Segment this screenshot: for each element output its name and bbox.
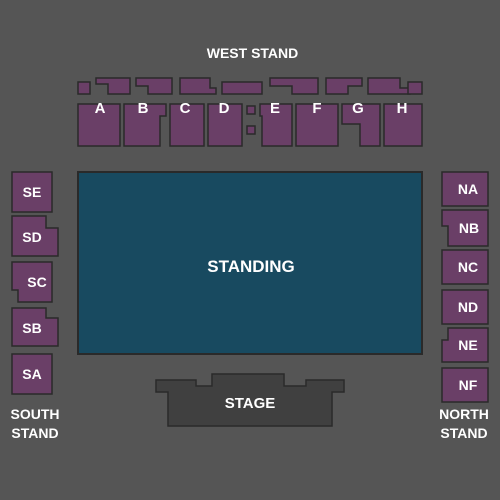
block-e-small-2[interactable] xyxy=(246,125,256,135)
west-stand-title: WEST STAND xyxy=(206,45,299,61)
stage-area xyxy=(155,373,345,427)
block-c-label: C xyxy=(180,100,191,117)
block-e-small-1[interactable] xyxy=(246,105,256,115)
block-h-label: H xyxy=(397,100,408,117)
block-b-label: B xyxy=(138,100,149,117)
block-nc[interactable] xyxy=(441,249,489,285)
block-nc-label: NC xyxy=(458,259,478,275)
block-sd[interactable] xyxy=(11,215,59,257)
block-a[interactable] xyxy=(77,103,121,147)
west-upper-block-9[interactable] xyxy=(407,81,423,95)
block-ne-label: NE xyxy=(458,337,477,353)
stage-label: STAGE xyxy=(225,395,276,412)
block-c[interactable] xyxy=(169,103,205,147)
west-upper-block-8[interactable] xyxy=(367,77,411,95)
block-na[interactable] xyxy=(441,171,489,207)
block-sa-label: SA xyxy=(22,366,41,382)
block-sc-label: SC xyxy=(27,274,46,290)
block-nd-label: ND xyxy=(458,299,478,315)
block-sb-label: SB xyxy=(22,320,41,336)
west-upper-block-7[interactable] xyxy=(325,77,363,95)
block-d-label: D xyxy=(219,100,230,117)
block-d[interactable] xyxy=(207,103,243,147)
block-nb-label: NB xyxy=(459,220,479,236)
block-h[interactable] xyxy=(383,103,423,147)
block-sd-label: SD xyxy=(22,229,41,245)
standing-area[interactable] xyxy=(77,171,423,355)
block-nf-label: NF xyxy=(459,377,478,393)
block-sb[interactable] xyxy=(11,307,59,347)
block-nd[interactable] xyxy=(441,289,489,325)
block-nf[interactable] xyxy=(441,367,489,403)
west-upper-block-5[interactable] xyxy=(221,81,263,95)
block-nb[interactable] xyxy=(441,209,489,247)
block-f[interactable] xyxy=(295,103,339,147)
block-ne[interactable] xyxy=(441,327,489,363)
block-e-label: E xyxy=(270,100,280,117)
north-stand-title-line2: STAND xyxy=(440,425,488,441)
block-sc[interactable] xyxy=(11,261,53,303)
south-stand-title-line2: STAND xyxy=(11,425,59,441)
west-upper-block-6[interactable] xyxy=(269,77,319,95)
west-upper-block-3[interactable] xyxy=(135,77,173,95)
block-f-label: F xyxy=(312,100,321,117)
west-upper-block-4[interactable] xyxy=(179,77,217,95)
west-upper-block-1[interactable] xyxy=(77,81,91,95)
block-b[interactable] xyxy=(123,103,167,147)
north-stand-title-line1: NORTH xyxy=(439,406,489,422)
block-se[interactable] xyxy=(11,171,53,213)
block-se-label: SE xyxy=(23,184,42,200)
standing-label: STANDING xyxy=(207,257,295,276)
block-a-label: A xyxy=(95,100,106,117)
west-upper-block-2[interactable] xyxy=(95,77,131,95)
block-g[interactable] xyxy=(341,103,381,147)
block-na-label: NA xyxy=(458,181,478,197)
block-e-right[interactable] xyxy=(259,103,293,147)
south-stand-title: SOUTH STAND xyxy=(0,405,70,443)
block-g-label: G xyxy=(352,100,364,117)
block-sa[interactable] xyxy=(11,353,53,395)
north-stand-title: NORTH STAND xyxy=(428,405,500,443)
south-stand-title-line1: SOUTH xyxy=(10,406,60,422)
